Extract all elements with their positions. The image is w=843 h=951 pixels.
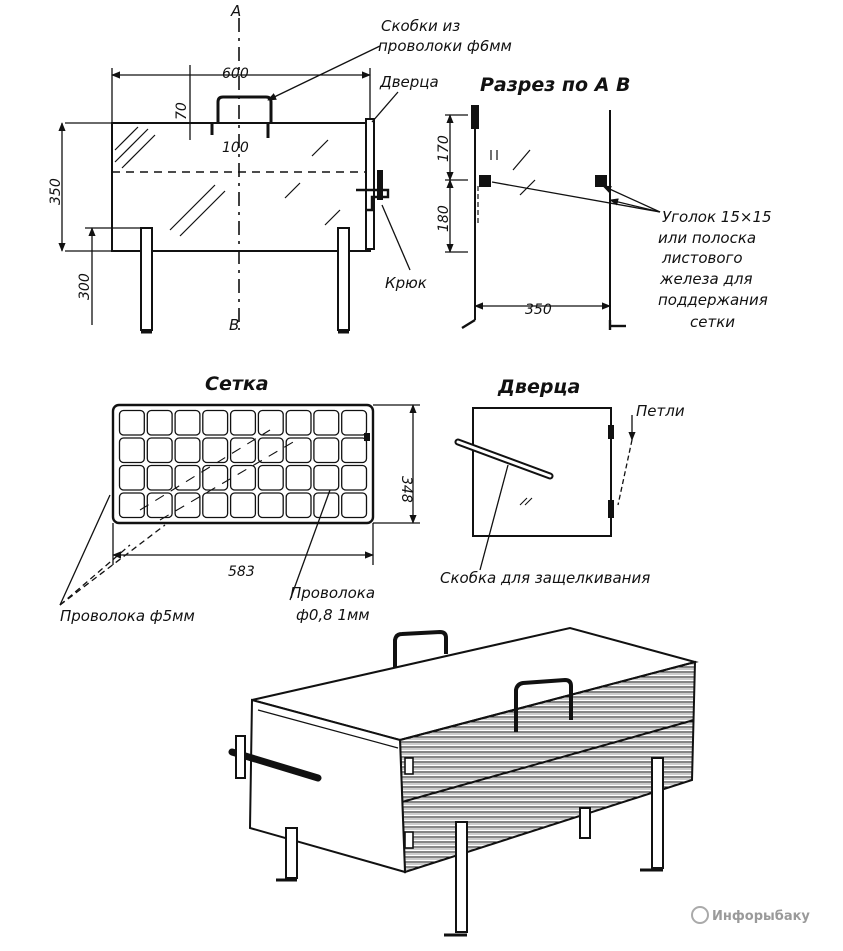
mesh-cell [229,492,257,519]
mesh-frame [111,403,375,525]
dim-350: 350 [48,178,64,205]
section-title: Разрез по А В [480,74,631,96]
door-leader [371,91,399,123]
watermark: Инфорыбаку [691,906,810,924]
mesh-cell [285,409,312,436]
front-view [111,18,390,334]
brackets-label: Скобки из [381,17,460,35]
hook-leader [381,204,411,271]
wire08-label-2: ф0,8 1мм [296,606,370,624]
mesh-cell [257,437,284,464]
angle-label-4: железа для [659,270,752,288]
watermark-text: Инфорыбаку [712,909,810,924]
angle-label-5: поддержания [658,291,768,309]
front-dimensions [58,65,371,325]
mesh-cell [202,492,229,519]
mesh-cell [341,409,368,436]
section-dimensions [445,114,661,310]
iso-handle-front [514,677,573,732]
dim-100: 100 [222,140,249,156]
angle-label-3: листового [661,249,743,267]
hook-label: Крюк [385,274,427,292]
wire5-label: Проволока ф5мм [60,607,195,625]
angle-label-1: Уголок 15×15 [662,208,772,226]
leg-right [337,227,350,331]
angle-label-2: или полоска [658,229,756,247]
mesh-cell [285,437,312,464]
mesh-cell [257,464,284,491]
isometric-view [228,626,699,937]
mesh-cell [313,437,340,464]
brackets-label-2: проволоки ф6мм [378,37,512,55]
mesh-cell [285,464,312,491]
angle-right [595,175,607,187]
mesh-cell [257,492,284,519]
mesh-title: Сетка [205,373,269,395]
mesh-cell [313,492,340,519]
mesh-cell [229,464,257,491]
door-top-label: Дверца [379,73,439,91]
section-b-label: В [229,316,239,334]
door-view [454,407,636,571]
dim-180: 180 [436,205,452,232]
brackets-leader [267,45,381,101]
hinge-bottom [608,500,614,518]
hinge-top [608,425,614,439]
mesh-cell [341,437,368,464]
mesh-cell [257,409,284,436]
dim-583: 583 [228,564,255,580]
section-view [461,105,626,330]
mesh-cell [229,437,257,464]
mesh-cell [202,437,229,464]
mesh-cell [285,492,312,519]
hinges-label: Петли [636,402,685,420]
mesh-cell [118,409,145,436]
mesh-cell [118,437,145,464]
mesh-cell [174,437,201,464]
dim-170: 170 [436,135,452,162]
dim-300: 300 [77,273,93,300]
mesh-cell [313,464,340,491]
angle-label-6: сетки [690,313,735,331]
mesh-cell [146,492,173,519]
mesh-cell [146,437,173,464]
dim-70: 70 [174,102,190,120]
mesh-cell [174,492,201,519]
mesh-cell [118,464,145,491]
mesh-cell [146,409,173,436]
mesh-cell [118,492,145,519]
glass-hatch [114,126,341,237]
dim-600: 600 [222,66,249,82]
mesh-cell [341,464,368,491]
mesh-cell [174,409,201,436]
section-a-label: А [230,2,241,20]
door-title: Дверца [497,376,580,398]
door-plate [365,118,375,250]
mesh-cell [146,464,173,491]
dim-section-350: 350 [525,302,552,318]
iso-legs [285,757,664,933]
mesh-cell [229,409,257,436]
angle-left [479,175,491,187]
iso-handle-back [393,629,448,668]
mesh-cell [313,409,340,436]
mesh-view [111,403,375,525]
mesh-grid [118,409,368,519]
leg-left [140,227,153,331]
dim-348: 348 [398,476,414,503]
door-outline [472,407,612,537]
watermark-icon [691,906,709,924]
mesh-cell [341,492,368,519]
mesh-cell [174,464,201,491]
wire08-label-1: Проволока [290,584,375,602]
latch-label: Скобка для защелкивания [440,569,650,587]
mesh-dimensions [59,404,420,606]
mesh-cell [202,464,229,491]
top-handle [216,95,273,123]
mesh-cell [202,409,229,436]
iso-latch-rod [228,748,322,782]
